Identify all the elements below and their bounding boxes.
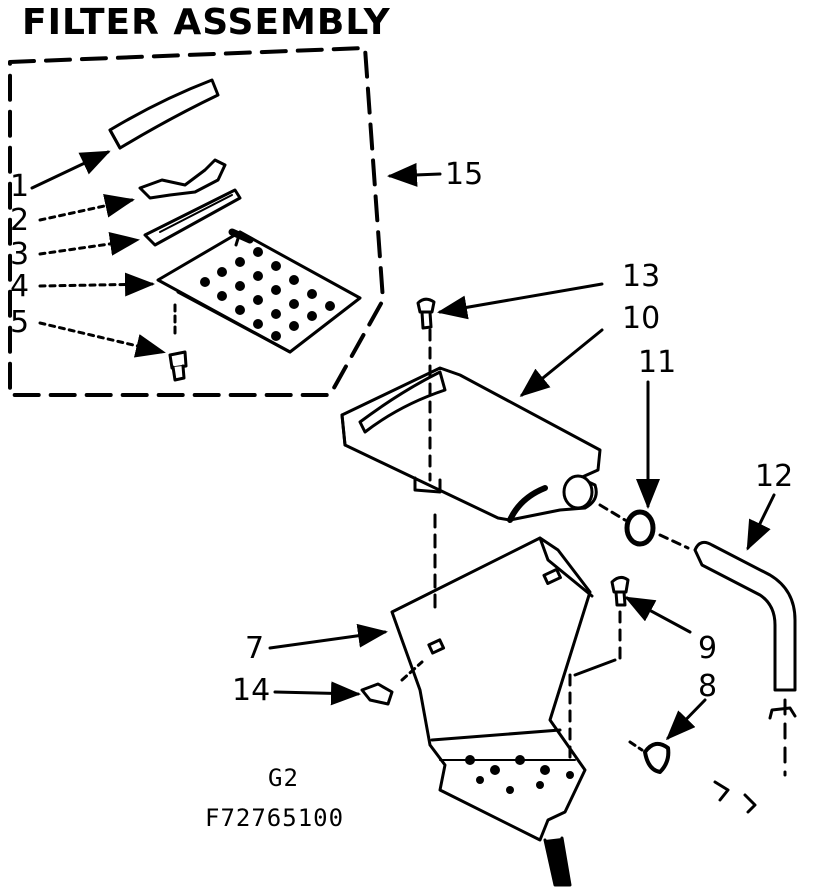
leader-8 <box>665 698 707 741</box>
leader-7 <box>268 623 388 650</box>
filter-cover-part <box>108 78 220 150</box>
callout-11: 11 <box>638 345 677 380</box>
clamp-ring-part <box>624 509 656 547</box>
leader-1 <box>30 150 111 190</box>
spring-clip-part <box>138 158 227 200</box>
callout-15: 15 <box>445 157 484 192</box>
hose-part <box>693 540 797 777</box>
group-code: G2 <box>268 764 299 792</box>
leader-4 <box>38 272 155 297</box>
filter-housing-part <box>340 328 602 523</box>
callout-12: 12 <box>755 459 794 494</box>
kit-boundary-box <box>8 46 385 397</box>
callout-10: 10 <box>622 301 661 336</box>
callout-13: 13 <box>622 259 661 294</box>
callout-4: 4 <box>10 269 30 304</box>
leader-14 <box>273 681 361 706</box>
clip-part-14 <box>360 682 394 706</box>
leader-13 <box>437 282 604 320</box>
screw-part-9 <box>610 575 630 662</box>
callout-2: 2 <box>10 203 30 238</box>
callout-5: 5 <box>10 305 30 340</box>
filter-screen-part <box>156 228 362 354</box>
screw-part-13 <box>416 297 436 330</box>
callout-1: 1 <box>10 169 30 204</box>
figure-number: F72765100 <box>205 804 345 832</box>
leader-12 <box>746 493 776 551</box>
callout-8: 8 <box>698 669 718 704</box>
callout-7: 7 <box>245 631 265 666</box>
leader-3 <box>38 231 140 256</box>
filter-bracket-part <box>143 188 242 247</box>
diagram-title: FILTER ASSEMBLY <box>22 2 391 43</box>
leader-5 <box>38 321 166 358</box>
grommet-part-8 <box>643 741 671 774</box>
callout-9: 9 <box>698 631 718 666</box>
mounting-bracket-part <box>390 513 617 887</box>
leader-2 <box>38 194 135 222</box>
leader-15 <box>387 162 442 187</box>
callout-3: 3 <box>10 237 30 272</box>
leader-9 <box>624 596 692 634</box>
leader-10 <box>519 328 604 397</box>
callout-14: 14 <box>232 673 271 708</box>
screw-part-5 <box>168 350 188 382</box>
